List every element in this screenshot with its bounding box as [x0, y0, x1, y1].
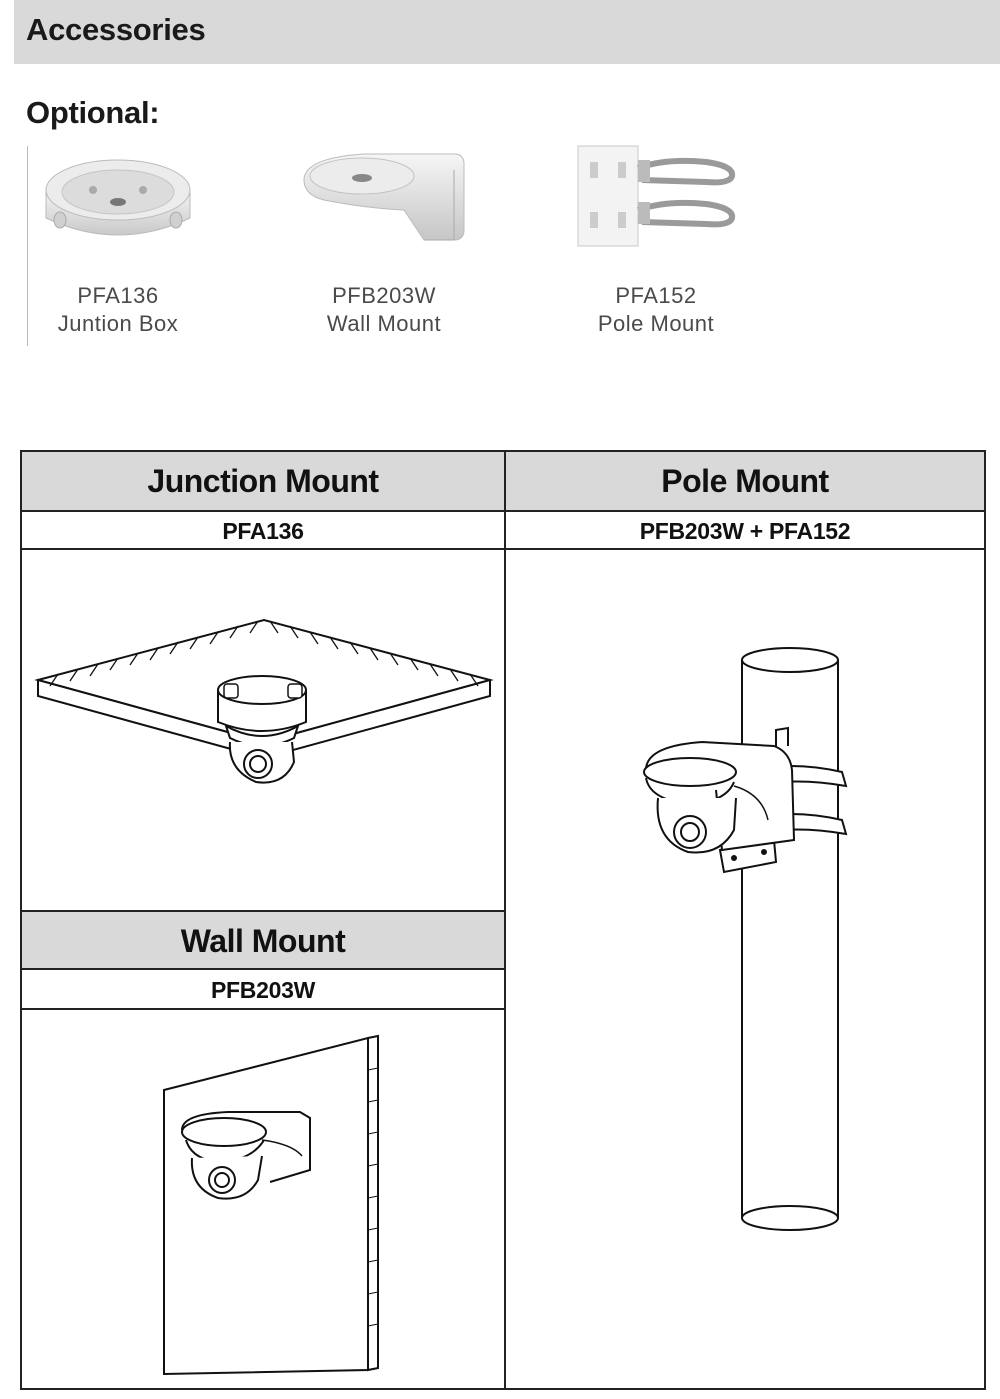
wall-mount-model: PFB203W [22, 970, 504, 1010]
accessory-name: Pole Mount [597, 311, 715, 336]
accessory-wall-mount: PFB203W Wall Mount [274, 140, 494, 350]
wall-mount-header: Wall Mount [22, 912, 504, 970]
accessory-pole-mount: PFA152 Pole Mount [546, 140, 766, 350]
pole-mount-header: Pole Mount [506, 452, 984, 512]
section-header-bar [14, 0, 1000, 64]
optional-label: Optional: [26, 95, 160, 130]
junction-mount-header: Junction Mount [22, 452, 504, 512]
row-divider [22, 910, 504, 912]
divider [27, 146, 28, 346]
junction-mount-model: PFA136 [22, 512, 504, 550]
accessory-name: Juntion Box [57, 311, 179, 336]
pole-mount-model: PFB203W + PFA152 [506, 512, 984, 550]
pole-mount-diagram [643, 647, 848, 1231]
pole-mount-icon [577, 145, 736, 247]
mounting-table: Junction Mount PFA136 Wa [20, 450, 986, 1390]
wall-mount-icon [303, 153, 465, 241]
column-divider [504, 452, 506, 1388]
accessory-model: PFA136 [77, 283, 159, 308]
junction-box-icon [45, 159, 191, 236]
accessory-name: Wall Mount [326, 311, 442, 336]
accessory-model: PFA152 [615, 283, 697, 308]
accessory-model: PFB203W [332, 283, 436, 308]
section-title: Accessories [26, 12, 206, 47]
junction-mount-diagram [34, 618, 494, 784]
wall-mount-diagram [163, 1034, 379, 1376]
accessory-junction-box: PFA136 Juntion Box [8, 140, 228, 350]
